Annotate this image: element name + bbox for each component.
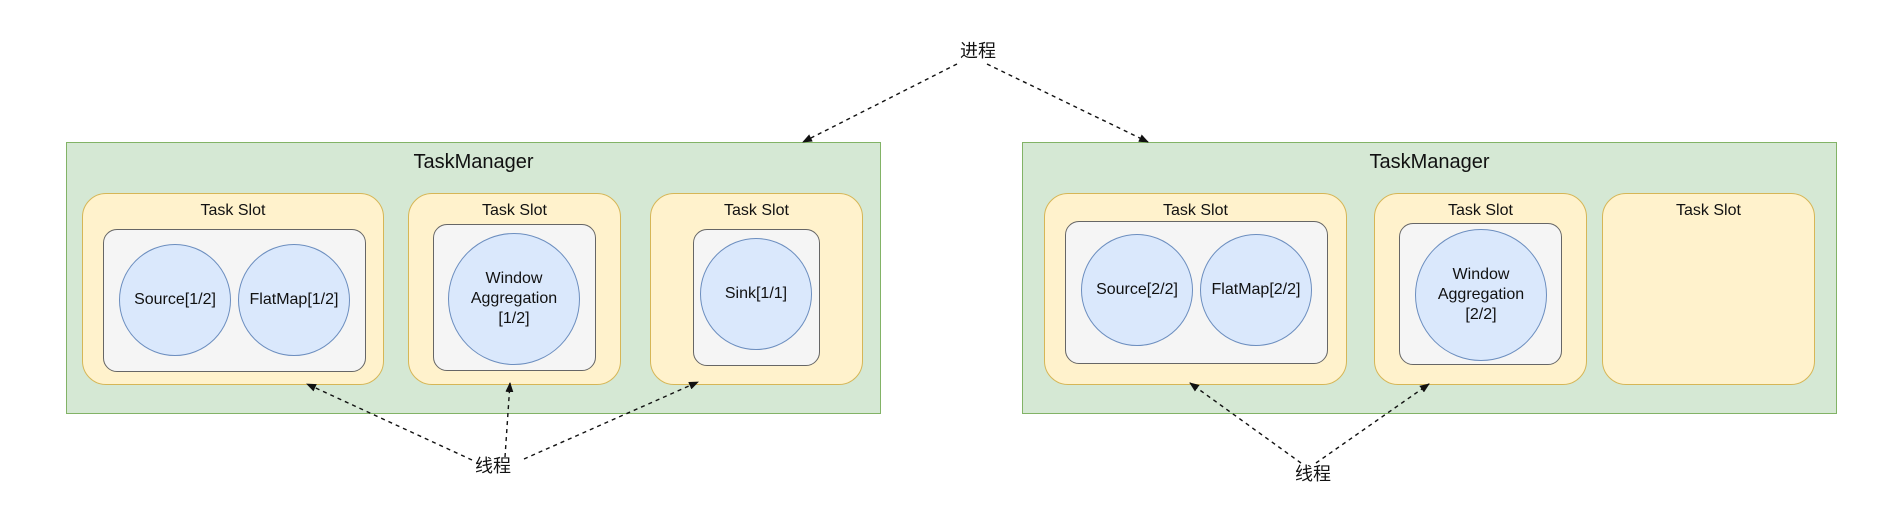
task-slot-2: Task Slot Window Aggregation [1/2]: [408, 193, 621, 385]
operator-chain-group: Source[1/2] FlatMap[1/2]: [103, 229, 366, 372]
thread-label-left: 线程: [475, 456, 511, 476]
task-flatmap-1-2: FlatMap[1/2]: [238, 244, 350, 356]
task-slot-label: Task Slot: [1163, 202, 1228, 219]
task-slot-1: Task Slot Source[1/2] FlatMap[1/2]: [82, 193, 384, 385]
task-manager-left: TaskManager Task Slot Source[1/2] FlatMa…: [66, 142, 881, 414]
task-slot-label: Task Slot: [1676, 202, 1741, 219]
task-slot-5: Task Slot Window Aggregation [2/2]: [1374, 193, 1587, 385]
process-arrow-left: [802, 63, 958, 143]
task-flatmap-2-2: FlatMap[2/2]: [1200, 234, 1312, 346]
thread-label-right: 线程: [1295, 464, 1331, 484]
operator-group: Window Aggregation [2/2]: [1399, 223, 1562, 365]
task-manager-title-left: TaskManager: [413, 151, 534, 173]
task-slot-label: Task Slot: [1448, 202, 1513, 219]
task-slot-6-empty: Task Slot: [1602, 193, 1815, 385]
task-slot-label: Task Slot: [200, 202, 266, 219]
task-manager-title-right: TaskManager: [1369, 151, 1490, 173]
task-source-1-2: Source[1/2]: [119, 244, 231, 356]
process-arrow-right: [986, 63, 1149, 143]
operator-chain-group: Source[2/2] FlatMap[2/2]: [1065, 221, 1328, 364]
task-source-2-2: Source[2/2]: [1081, 234, 1193, 346]
task-slot-3: Task Slot Sink[1/1]: [650, 193, 863, 385]
process-label: 进程: [960, 41, 996, 61]
task-slot-label: Task Slot: [482, 202, 547, 219]
operator-group: Window Aggregation [1/2]: [433, 224, 596, 371]
operator-group: Sink[1/1]: [693, 229, 820, 366]
task-sink-1-1: Sink[1/1]: [700, 238, 812, 350]
task-manager-right: TaskManager Task Slot Source[2/2] FlatMa…: [1022, 142, 1837, 414]
task-window-aggregation-2-2: Window Aggregation [2/2]: [1415, 229, 1547, 361]
task-slot-4: Task Slot Source[2/2] FlatMap[2/2]: [1044, 193, 1347, 385]
task-slot-label: Task Slot: [724, 202, 789, 219]
task-window-aggregation-1-2: Window Aggregation [1/2]: [448, 233, 580, 365]
